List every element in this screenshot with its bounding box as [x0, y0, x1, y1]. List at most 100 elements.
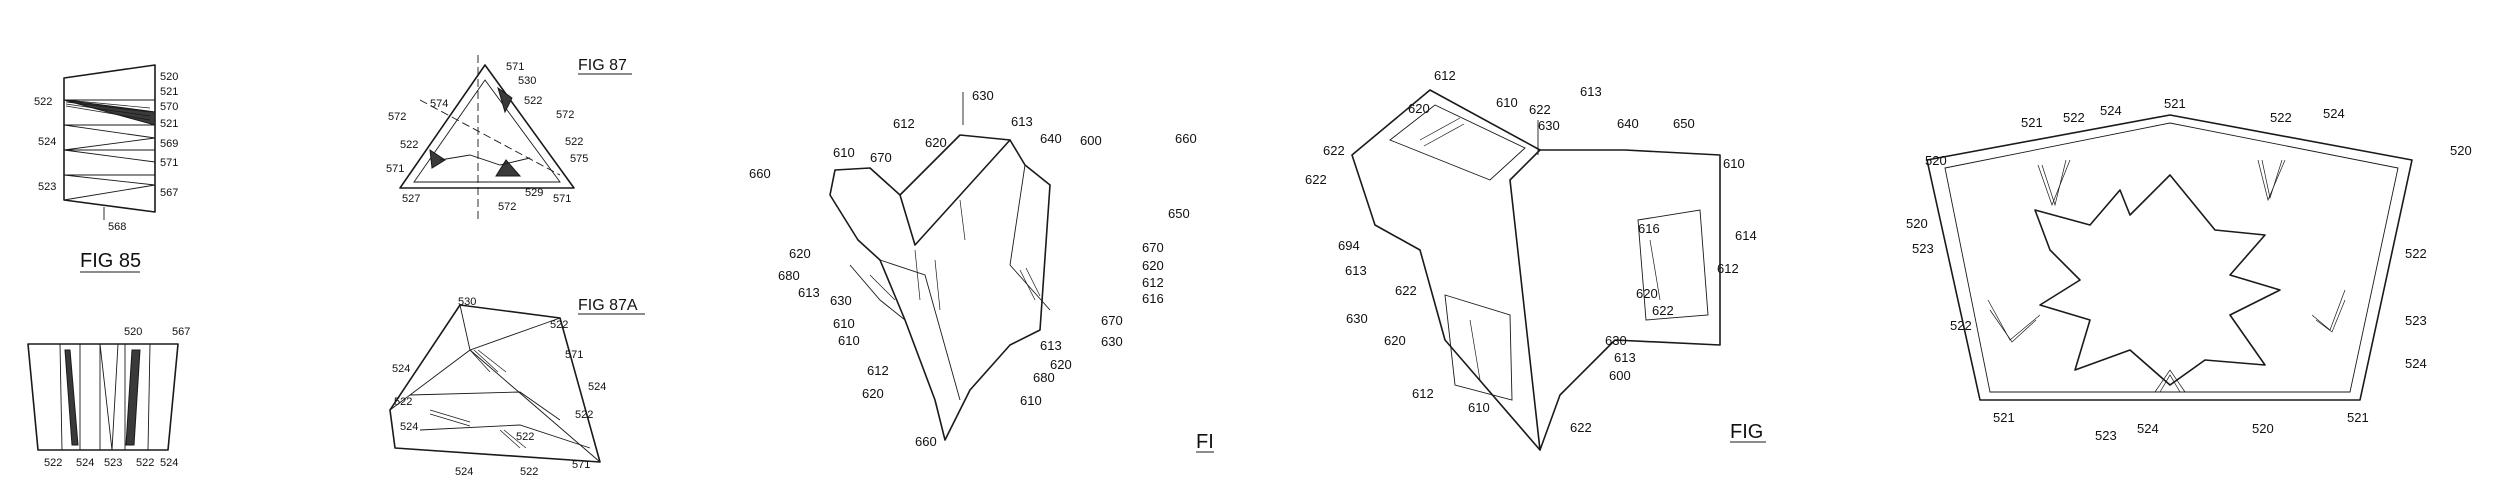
reference-numeral: 571 — [572, 459, 590, 471]
fig86-facet-a — [64, 349, 79, 446]
reference-numeral: 630 — [830, 293, 852, 308]
reference-numeral: 522 — [550, 319, 568, 331]
reference-numeral: 567 — [160, 187, 178, 199]
reference-numeral: 622 — [1395, 283, 1417, 298]
reference-numeral: 660 — [1175, 131, 1197, 146]
reference-numeral: 522 — [2063, 110, 2085, 125]
fig89-bottom-frame — [1444, 294, 1513, 401]
reference-numeral: 620 — [1050, 357, 1072, 372]
reference-numeral: 610 — [1496, 95, 1518, 110]
reference-numeral: 612 — [1142, 275, 1164, 290]
fig89-body — [1351, 89, 1721, 451]
fig89-right-frame — [1637, 209, 1709, 321]
reference-numeral: 521 — [160, 86, 178, 98]
reference-numeral: 568 — [108, 221, 126, 233]
fig-89: 612 613 620 610 622 630 640 650 622 622 … — [1305, 68, 1766, 451]
reference-numeral: 630 — [1346, 311, 1368, 326]
fig88-caption: FI — [1196, 431, 1214, 453]
reference-numeral: 571 — [386, 163, 404, 175]
reference-numeral: 520 — [1925, 153, 1947, 168]
reference-numeral: 614 — [1735, 228, 1757, 243]
reference-numeral: 523 — [38, 181, 56, 193]
reference-numeral: 670 — [870, 150, 892, 165]
fig87a-caption: FIG 87A — [578, 297, 638, 314]
reference-numeral: 571 — [553, 193, 571, 205]
reference-numeral: 524 — [455, 466, 473, 478]
fig85-body — [63, 64, 156, 213]
reference-numeral: 522 — [2270, 110, 2292, 125]
reference-numeral: 620 — [1408, 101, 1430, 116]
reference-numeral: 572 — [556, 109, 574, 121]
reference-numeral: 520 — [2252, 421, 2274, 436]
reference-numeral: 523 — [104, 457, 122, 469]
reference-numeral: 572 — [388, 111, 406, 123]
reference-numeral: 522 — [400, 139, 418, 151]
reference-numeral: 680 — [778, 268, 800, 283]
reference-numeral: 524 — [2137, 421, 2159, 436]
reference-numeral: 523 — [2095, 428, 2117, 443]
reference-numeral: 522 — [1950, 318, 1972, 333]
reference-numeral: 612 — [1412, 386, 1434, 401]
reference-numeral: 571 — [506, 61, 524, 73]
fig-90: 521 522 524 521 522 524 520 520 520 523 … — [1906, 96, 2472, 443]
reference-numeral: 521 — [2347, 410, 2369, 425]
reference-numeral: 524 — [400, 421, 418, 433]
reference-numeral: 527 — [402, 193, 420, 205]
reference-numeral: 620 — [1142, 258, 1164, 273]
reference-numeral: 613 — [1040, 338, 1062, 353]
reference-numeral: 670 — [1142, 240, 1164, 255]
reference-numeral: 650 — [1168, 206, 1190, 221]
reference-numeral: 610 — [1723, 156, 1745, 171]
reference-numeral: 521 — [160, 118, 178, 130]
reference-numeral: 622 — [1529, 102, 1551, 117]
reference-numeral: 610 — [833, 316, 855, 331]
reference-numeral: 522 — [34, 96, 52, 108]
reference-numeral: 613 — [1614, 350, 1636, 365]
reference-numeral: 640 — [1040, 131, 1062, 146]
reference-numeral: 613 — [798, 285, 820, 300]
reference-numeral: 613 — [1011, 114, 1033, 129]
reference-numeral: 522 — [136, 457, 154, 469]
fig89-top-frame — [1389, 104, 1526, 181]
reference-numeral: 520 — [160, 71, 178, 83]
reference-numeral: 680 — [1033, 370, 1055, 385]
reference-numeral: 522 — [516, 431, 534, 443]
fig85-caption: FIG 85 — [80, 250, 141, 272]
reference-numeral: 612 — [1717, 261, 1739, 276]
fig85-shaded-facet — [63, 99, 156, 126]
reference-numeral: 522 — [394, 396, 412, 408]
reference-numeral: 529 — [525, 187, 543, 199]
reference-numeral: 622 — [1652, 303, 1674, 318]
reference-numeral: 524 — [588, 381, 606, 393]
fig90-star-opening — [2034, 174, 2281, 386]
fig87-caption: FIG 87 — [578, 57, 627, 74]
reference-numeral: 570 — [160, 101, 178, 113]
reference-numeral: 522 — [524, 95, 542, 107]
reference-numeral: 574 — [430, 98, 448, 110]
reference-numeral: 521 — [1993, 410, 2015, 425]
reference-numeral: 524 — [76, 457, 94, 469]
reference-numeral: 620 — [925, 135, 947, 150]
reference-numeral: 567 — [172, 326, 190, 338]
reference-numeral: 622 — [1570, 420, 1592, 435]
reference-numeral: 630 — [1605, 333, 1627, 348]
reference-numeral: 575 — [570, 153, 588, 165]
reference-numeral: 612 — [867, 363, 889, 378]
reference-numeral: 530 — [518, 75, 536, 87]
reference-numeral: 520 — [1906, 216, 1928, 231]
reference-numeral: 569 — [160, 138, 178, 150]
reference-numeral: 522 — [520, 466, 538, 478]
reference-numeral: 523 — [1912, 241, 1934, 256]
fig87-facet-left — [429, 148, 446, 169]
reference-numeral: 622 — [1323, 143, 1345, 158]
reference-numeral: 520 — [2450, 143, 2472, 158]
reference-numeral: 524 — [38, 136, 56, 148]
reference-numeral: 620 — [1636, 286, 1658, 301]
fig-87: 571 530 522 572 574 572 522 522 575 571 … — [386, 55, 632, 220]
reference-numeral: 520 — [124, 326, 142, 338]
reference-numeral: 524 — [160, 457, 178, 469]
reference-numeral: 600 — [1080, 133, 1102, 148]
reference-numeral: 524 — [392, 363, 410, 375]
reference-numeral: 694 — [1338, 238, 1360, 253]
